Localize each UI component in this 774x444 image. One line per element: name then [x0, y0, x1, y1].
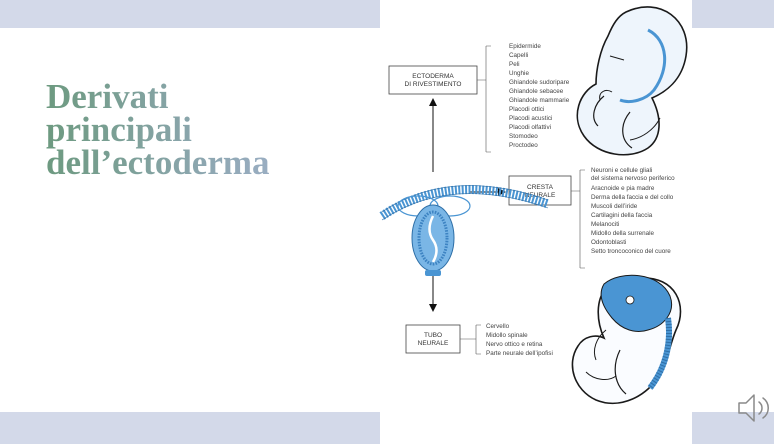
speaker-icon[interactable] — [736, 388, 774, 428]
crest-item: Derma della faccia e del collo — [591, 194, 674, 201]
lower-embryo-illustration — [571, 274, 682, 405]
crest-item: Melanociti — [591, 221, 619, 228]
ectoderm-item: Placodi olfattivi — [509, 124, 551, 131]
crest-box-line-2: NEURALE — [525, 192, 556, 199]
tube-item: Nervo ottico e retina — [486, 341, 543, 348]
tube-list: Cervello Midollo spinale Nervo ottico e … — [486, 323, 553, 357]
ectoderm-item: Ghiandole sebacee — [509, 88, 564, 95]
neural-tube-cross-section-illustration — [379, 185, 550, 276]
crest-item: Midollo della surrenale — [591, 230, 655, 237]
ectoderm-item: Peli — [509, 61, 520, 68]
ectoderm-item: Placodi ottici — [509, 106, 544, 113]
tube-item: Parte neurale dell’ipofisi — [486, 350, 553, 357]
crest-item: del sistema nervoso periferico — [591, 175, 675, 182]
crest-bracket — [571, 169, 585, 269]
ectoderm-item: Stomodeo — [509, 133, 538, 140]
ectoderm-item: Proctodeo — [509, 142, 538, 149]
ectoderm-item: Epidermide — [509, 43, 541, 50]
crest-item: Aracnoide e pia madre — [591, 185, 655, 192]
crest-item: Odontoblasti — [591, 239, 626, 246]
crest-list: Neuroni e cellule gliali del sistema ner… — [591, 167, 675, 255]
tube-bracket — [460, 324, 481, 355]
crest-item: Cartilagini della faccia — [591, 212, 653, 219]
crest-item: Neuroni e cellule gliali — [591, 167, 652, 174]
ectoderm-box-line-1: ECTODERMA — [412, 73, 454, 80]
tube-item: Cervello — [486, 323, 510, 330]
ectoderm-bracket — [477, 45, 491, 153]
tube-box: TUBO NEURALE — [405, 324, 461, 354]
crest-item: Muscoli dell’iride — [591, 203, 638, 210]
ectoderm-box-line-2: DI RIVESTIMENTO — [405, 81, 462, 88]
upper-embryo-illustration — [576, 6, 688, 156]
tube-box-line-2: NEURALE — [418, 340, 449, 347]
ectoderm-item: Unghie — [509, 70, 529, 77]
ectoderm-item: Placodi acustici — [509, 115, 552, 122]
ectoderm-box: ECTODERMA DI RIVESTIMENTO — [388, 65, 478, 95]
ectoderm-item: Ghiandole sudoripare — [509, 79, 570, 86]
ectoderm-item: Ghiandole mammarie — [509, 97, 570, 104]
ectoderm-list: Epidermide Capelli Peli Unghie Ghiandole… — [509, 43, 570, 149]
ectoderm-item: Capelli — [509, 52, 528, 59]
tube-item: Midollo spinale — [486, 332, 528, 339]
crest-item: Setto troncoconico del cuore — [591, 248, 671, 255]
tube-box-line-1: TUBO — [424, 332, 442, 339]
crest-box-line-1: CRESTA — [527, 184, 554, 191]
